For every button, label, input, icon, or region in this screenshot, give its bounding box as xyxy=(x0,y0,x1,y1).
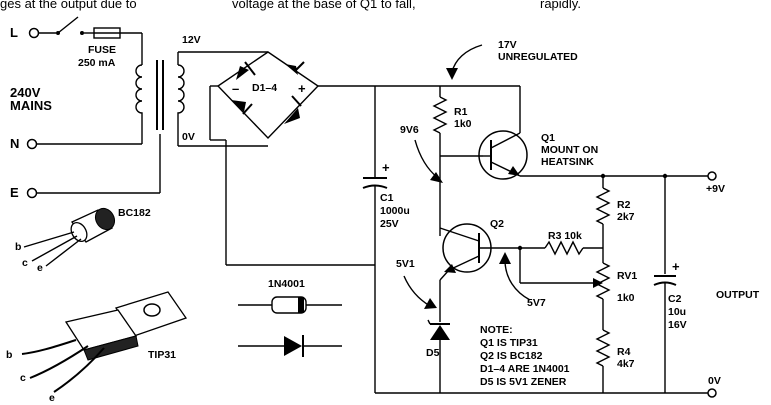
terminal-earth xyxy=(26,187,38,199)
c1-rating: 25V xyxy=(380,218,399,230)
tip31-package-icon xyxy=(21,291,188,393)
snippet-right: rapidly. xyxy=(540,0,581,11)
diode-symbol-icon xyxy=(284,336,302,356)
r1-name: R1 xyxy=(454,106,468,118)
bc182-label: BC182 xyxy=(118,207,151,219)
c1-value: 1000u xyxy=(380,205,410,217)
output-positive-terminal xyxy=(707,171,717,181)
transformer-icon xyxy=(135,60,185,130)
diode-d3-icon xyxy=(231,100,246,112)
terminal-neutral xyxy=(26,138,38,150)
arrow-5v1-icon xyxy=(424,298,437,309)
diode-d1-icon xyxy=(236,66,249,80)
r4-resistor-icon xyxy=(595,329,611,367)
q1-transistor-icon xyxy=(478,130,528,180)
bc182-pin-b: b xyxy=(15,241,21,253)
tip31-pin-c: c xyxy=(20,372,26,384)
mains-voltage: 240V xyxy=(10,85,41,100)
switch-icon xyxy=(57,16,79,34)
bc182-package-icon xyxy=(23,207,116,267)
r2-resistor-icon xyxy=(595,187,611,225)
note-q1: Q1 IS TIP31 xyxy=(480,337,538,349)
mains-input: L FUSE 250 mA 240V MAINS N E xyxy=(10,16,161,200)
c2-name: C2 xyxy=(668,293,682,305)
q2-name: Q2 xyxy=(490,218,504,230)
bridge-rectifier xyxy=(216,51,320,140)
c2-plate-bottom xyxy=(653,281,677,286)
diode-legend-label: 1N4001 xyxy=(268,278,305,290)
r3-resistor-icon xyxy=(544,240,584,256)
r2-name: R2 xyxy=(617,199,631,211)
d5-name: D5 xyxy=(426,347,440,359)
tap-12v: 12V xyxy=(182,34,201,46)
terminal-neutral-label: N xyxy=(10,136,19,151)
rv1-value: 1k0 xyxy=(617,292,635,304)
output-ground-terminal xyxy=(707,388,717,398)
r4-value: 4k7 xyxy=(617,358,635,370)
note-heading: NOTE: xyxy=(480,324,513,336)
terminal-live-label: L xyxy=(10,25,18,40)
note-q2: Q2 IS BC182 xyxy=(480,350,543,362)
c2-plus: + xyxy=(672,259,680,274)
fuse-label: FUSE xyxy=(88,44,116,56)
c1-plus: + xyxy=(382,160,390,175)
plus-9v-label: +9V xyxy=(706,183,725,195)
note-d14: D1–4 ARE 1N4001 xyxy=(480,363,570,375)
r4-name: R4 xyxy=(617,346,631,358)
v5v7-label: 5V7 xyxy=(527,297,546,309)
q1-name: Q1 xyxy=(541,132,555,144)
arrow-17v-icon xyxy=(446,68,458,80)
unregulated-label: UNREGULATED xyxy=(498,51,578,63)
unregulated-voltage: 17V xyxy=(498,39,517,51)
v5v1-label: 5V1 xyxy=(396,258,415,270)
diode-d2-icon xyxy=(285,64,298,75)
v9v6-label: 9V6 xyxy=(400,124,419,136)
snippet-mid: voltage at the base of Q1 to fall, xyxy=(232,0,416,11)
rv1-wiper-icon xyxy=(593,278,603,288)
c1-plate-bottom xyxy=(362,184,388,189)
bridge-plus: + xyxy=(298,81,306,96)
tip31-label: TIP31 xyxy=(148,349,176,361)
q1-note-line1: MOUNT ON xyxy=(541,144,598,156)
v0v-label: 0V xyxy=(708,375,721,387)
bridge-minus: – xyxy=(232,81,239,96)
diode-d4-icon xyxy=(284,108,300,124)
r3-label: R3 10k xyxy=(548,230,582,242)
notes-block: NOTE: Q1 IS TIP31 Q2 IS BC182 D1–4 ARE 1… xyxy=(480,324,570,388)
r1-resistor-icon xyxy=(432,96,448,134)
c1-name: C1 xyxy=(380,192,394,204)
tap-0v: 0V xyxy=(182,131,195,143)
arrow-5v7-icon xyxy=(499,252,511,264)
bc182-pin-e: e xyxy=(37,262,43,274)
bc182-pin-c: c xyxy=(22,257,28,269)
c2-value: 10u xyxy=(668,306,686,318)
note-d5: D5 IS 5V1 ZENER xyxy=(480,376,567,388)
rv1-name: RV1 xyxy=(617,270,637,282)
terminal-live xyxy=(28,27,40,39)
arrow-9v6-icon xyxy=(430,172,443,183)
bridge-label: D1–4 xyxy=(252,82,277,94)
tip31-pin-b: b xyxy=(6,349,12,361)
fuse-rating: 250 mA xyxy=(78,57,116,69)
output-label: OUTPUT xyxy=(716,289,760,301)
rv1-potentiometer-icon xyxy=(595,262,611,300)
q1-note-line2: HEATSINK xyxy=(541,156,594,168)
terminal-earth-label: E xyxy=(10,185,19,200)
tip31-pin-e: e xyxy=(49,392,55,404)
snippet-left: ges at the output due to xyxy=(0,0,137,11)
c2-rating: 16V xyxy=(668,319,687,331)
r1-value: 1k0 xyxy=(454,118,472,130)
r2-value: 2k7 xyxy=(617,211,635,223)
d5-zener-icon xyxy=(430,325,450,340)
mains-label: MAINS xyxy=(10,98,52,113)
